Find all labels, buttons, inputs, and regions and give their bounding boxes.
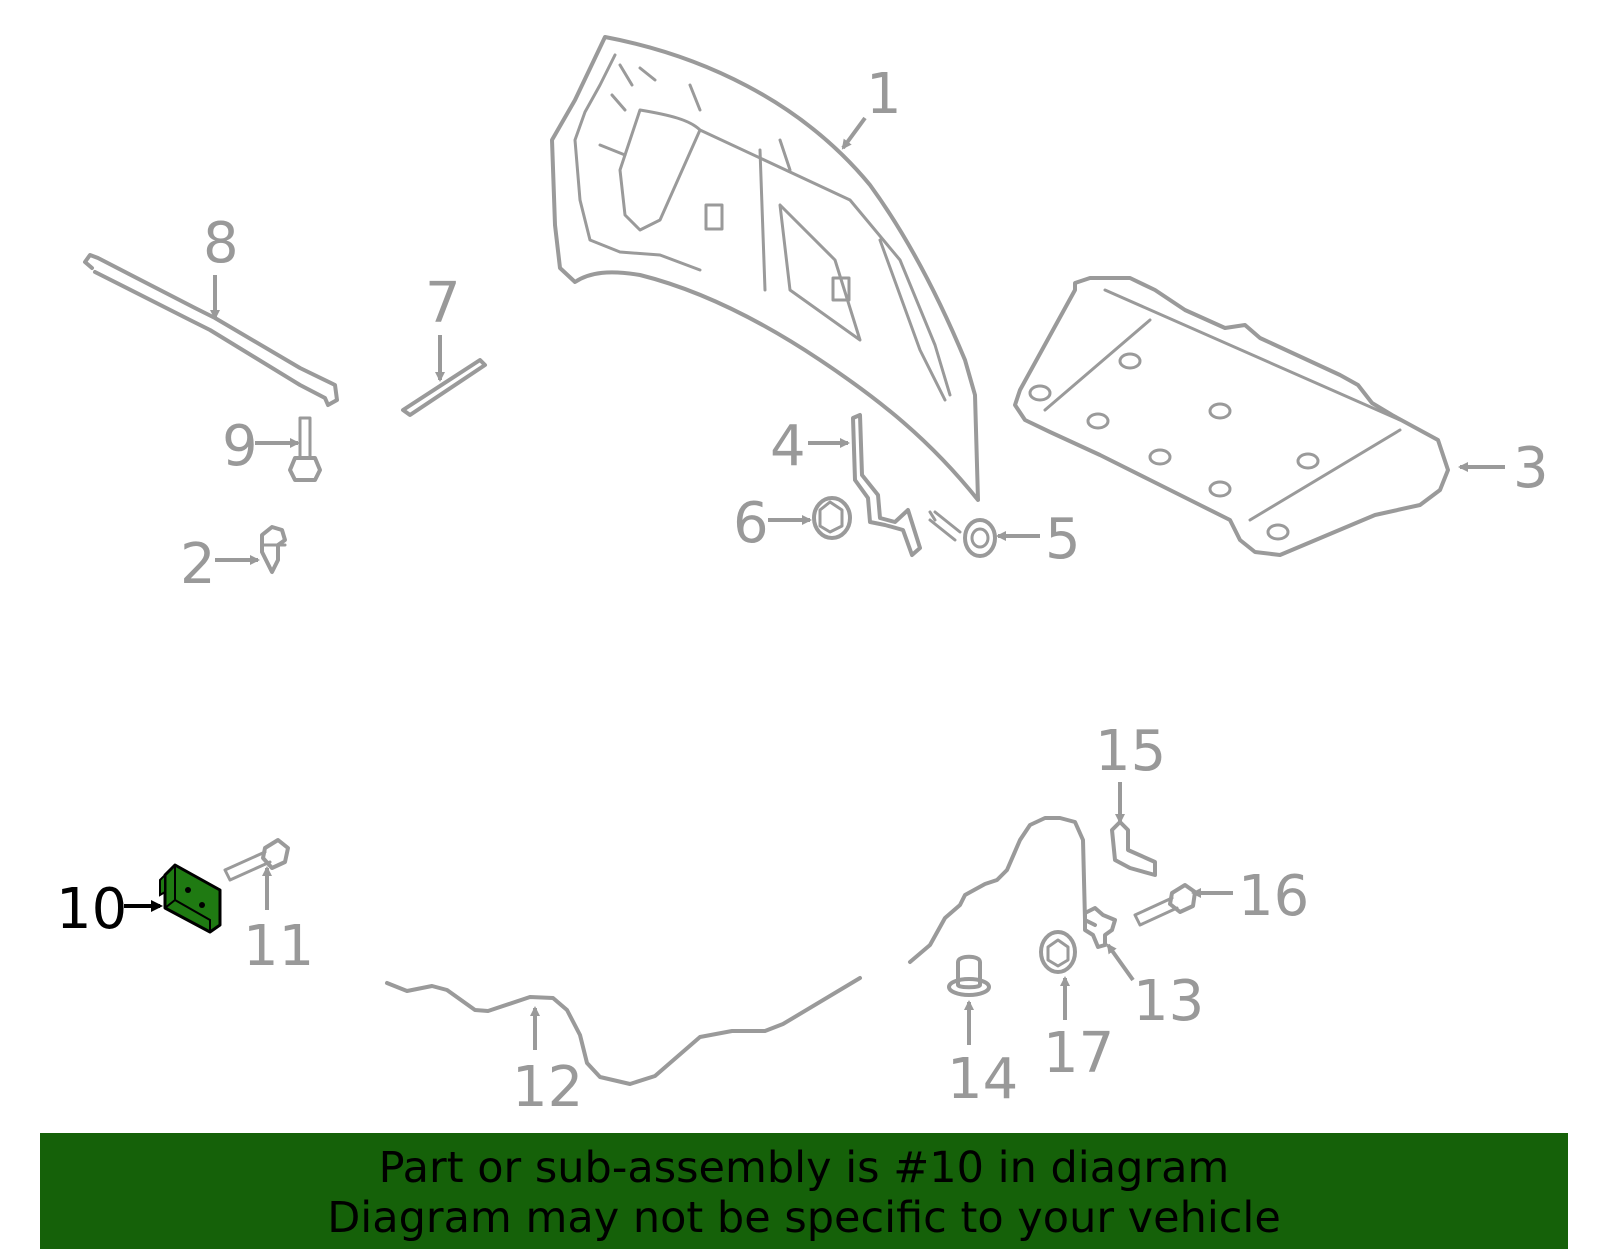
callout-15: 15: [1095, 719, 1166, 824]
callout-7: 7: [425, 271, 461, 382]
part-15-bracket: [1110, 820, 1157, 877]
callout-12: 12: [512, 1006, 583, 1120]
part-1-hood: [550, 35, 980, 502]
part-13-clip: [1083, 906, 1117, 949]
callout-14-label: 14: [947, 1047, 1018, 1112]
part-3-insulator: [1013, 276, 1450, 557]
part-5-bolt: [928, 510, 997, 558]
part-17-nut: [1039, 930, 1077, 974]
callout-9: 9: [222, 414, 300, 479]
callout-16: 16: [1191, 864, 1309, 929]
part-6-nut: [812, 496, 852, 540]
part-14-bumper: [947, 954, 991, 997]
part-7-seal: [401, 358, 487, 417]
info-banner: Part or sub-assembly is #10 in diagram D…: [40, 1133, 1568, 1249]
banner-line-2: Diagram may not be specific to your vehi…: [327, 1193, 1281, 1243]
part-12-cable: [385, 816, 1097, 1086]
part-2-clip: [260, 525, 287, 574]
callout-8-label: 8: [203, 211, 239, 276]
part-11-bolt: [223, 838, 290, 882]
callout-10-label: 10: [56, 877, 127, 942]
callout-3: 3: [1458, 436, 1549, 501]
part-16-bolt: [1133, 883, 1197, 927]
callout-13-label: 13: [1133, 969, 1204, 1034]
callout-15-label: 15: [1095, 719, 1166, 784]
callout-9-label: 9: [222, 414, 258, 479]
callout-1-label: 1: [866, 62, 902, 127]
callout-3-label: 3: [1513, 436, 1549, 501]
callout-2: 2: [180, 532, 260, 597]
callout-11: 11: [243, 866, 314, 979]
callout-17-label: 17: [1043, 1021, 1114, 1086]
callout-1: 1: [841, 62, 902, 150]
part-4-bracket: [851, 413, 922, 557]
callout-4: 4: [770, 414, 850, 479]
part-9-bolt: [288, 416, 322, 482]
callout-5: 5: [996, 507, 1081, 572]
callout-16-label: 16: [1238, 864, 1309, 929]
callout-11-label: 11: [243, 914, 314, 979]
part-10-module: [159, 863, 222, 934]
callout-6: 6: [733, 491, 812, 556]
callout-10: 10: [56, 877, 163, 942]
callout-6-label: 6: [733, 491, 769, 556]
callout-5-label: 5: [1045, 507, 1081, 572]
callout-12-label: 12: [512, 1055, 583, 1120]
callout-2-label: 2: [180, 532, 216, 597]
callout-4-label: 4: [770, 414, 806, 479]
callout-14: 14: [947, 1000, 1018, 1112]
callout-8: 8: [203, 211, 239, 320]
banner-line-1: Part or sub-assembly is #10 in diagram: [378, 1143, 1230, 1193]
callout-7-label: 7: [425, 271, 461, 336]
callout-17: 17: [1043, 976, 1114, 1086]
callout-13: 13: [1106, 943, 1204, 1034]
part-8-prop-rod: [83, 253, 339, 407]
